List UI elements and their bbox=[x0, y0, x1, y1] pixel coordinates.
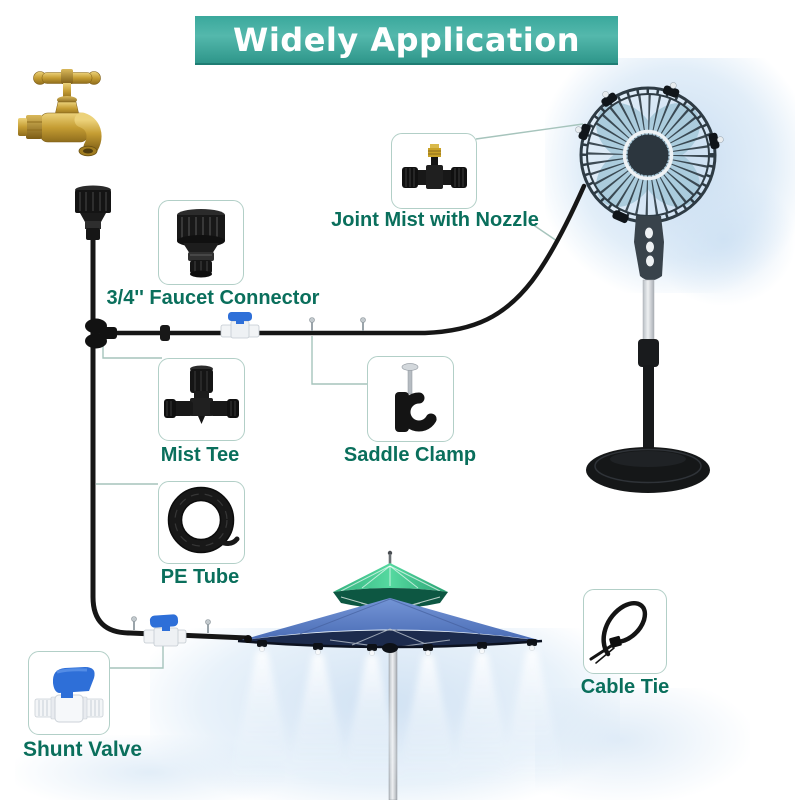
label-shunt-valve: Shunt Valve bbox=[22, 738, 143, 761]
label-cable-tie: Cable Tie bbox=[580, 676, 670, 698]
saddle-clamp-box bbox=[367, 356, 454, 442]
pe-tube-box bbox=[158, 481, 245, 564]
banner-title: Widely Application bbox=[233, 20, 580, 59]
patio-umbrella-illustration bbox=[230, 550, 564, 800]
faucet-connector-fitting bbox=[75, 185, 111, 240]
joint-mist-nozzle-image bbox=[402, 144, 467, 189]
mist-tee-image bbox=[164, 365, 239, 424]
cable-tie-image bbox=[589, 601, 648, 664]
tee-fitting bbox=[85, 318, 117, 349]
pe-tube-image bbox=[167, 486, 240, 554]
shunt-valve-image bbox=[34, 667, 104, 723]
label-saddle-clamp: Saddle Clamp bbox=[343, 444, 477, 466]
label-faucet-connector: 3/4'' Faucet Connector bbox=[106, 287, 320, 309]
label-pe-tube: PE Tube bbox=[160, 566, 240, 588]
saddle-clamp-image bbox=[395, 363, 437, 432]
pedestal-fan-illustration bbox=[575, 82, 724, 493]
title-banner: Widely Application bbox=[195, 16, 618, 65]
faucet-connector-image bbox=[177, 209, 225, 278]
inline-valve-lower bbox=[143, 614, 187, 647]
mist-tee-box bbox=[158, 358, 245, 441]
inline-valve-upper bbox=[220, 312, 260, 339]
faucet-connector-box bbox=[158, 200, 244, 285]
label-joint-mist-nozzle: Joint Mist with Nozzle bbox=[331, 209, 539, 231]
brass-faucet-illustration bbox=[18, 69, 102, 157]
joint-mist-box bbox=[391, 133, 477, 209]
label-mist-tee: Mist Tee bbox=[160, 444, 240, 466]
shunt-valve-box bbox=[28, 651, 110, 735]
cable-tie-box bbox=[583, 589, 667, 674]
